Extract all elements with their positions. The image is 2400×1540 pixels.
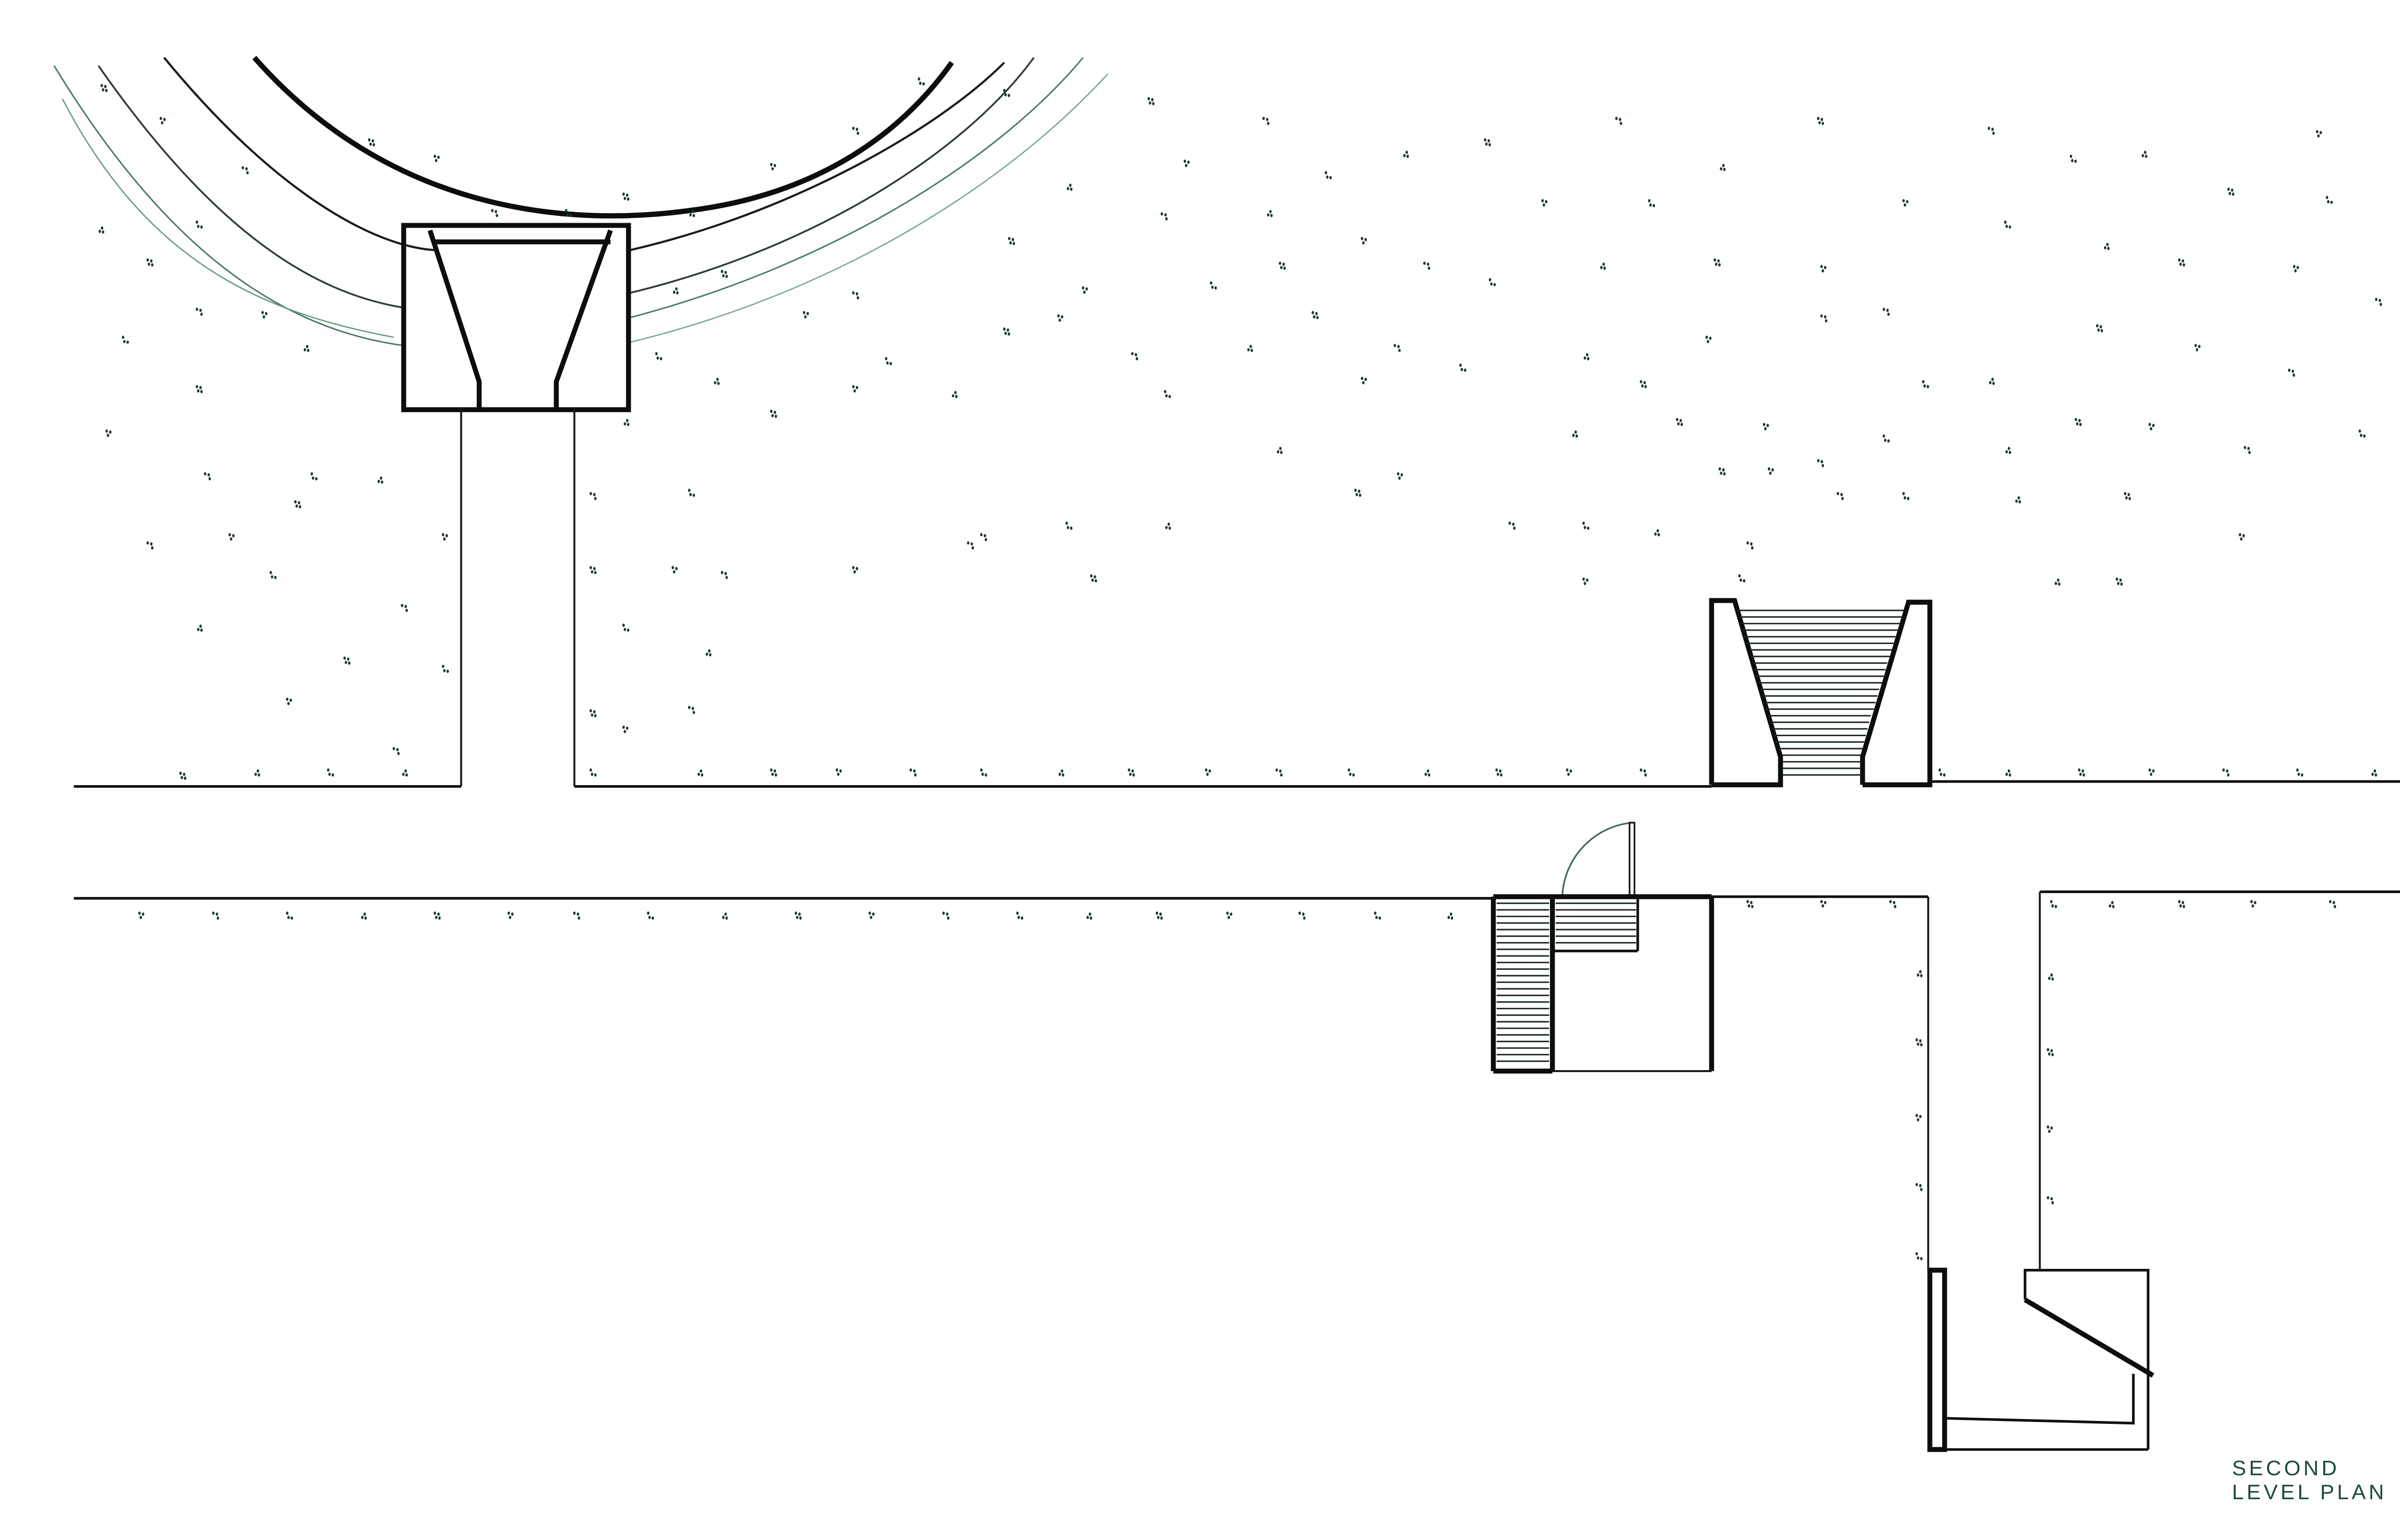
l-stair-treads-horizontal (1556, 902, 1636, 944)
planting-dots (98, 77, 2382, 1261)
door-leaf (1629, 822, 1635, 898)
l-stair-treads-vertical (1496, 902, 1549, 1062)
north-stair (401, 223, 631, 412)
amphitheater-arc (53, 56, 1108, 346)
plan-title: SECOND LEVEL PLAN (2232, 1456, 2387, 1504)
main-walkway (73, 780, 2400, 900)
north-corridor (460, 409, 576, 787)
east-stair-treads (1738, 609, 1904, 776)
east-stair (1709, 598, 1932, 788)
south-corridor (1927, 892, 2041, 1270)
south-stair (1927, 1267, 2155, 1452)
door-swing-arc (1561, 822, 1633, 897)
l-stair (1490, 822, 1714, 1074)
